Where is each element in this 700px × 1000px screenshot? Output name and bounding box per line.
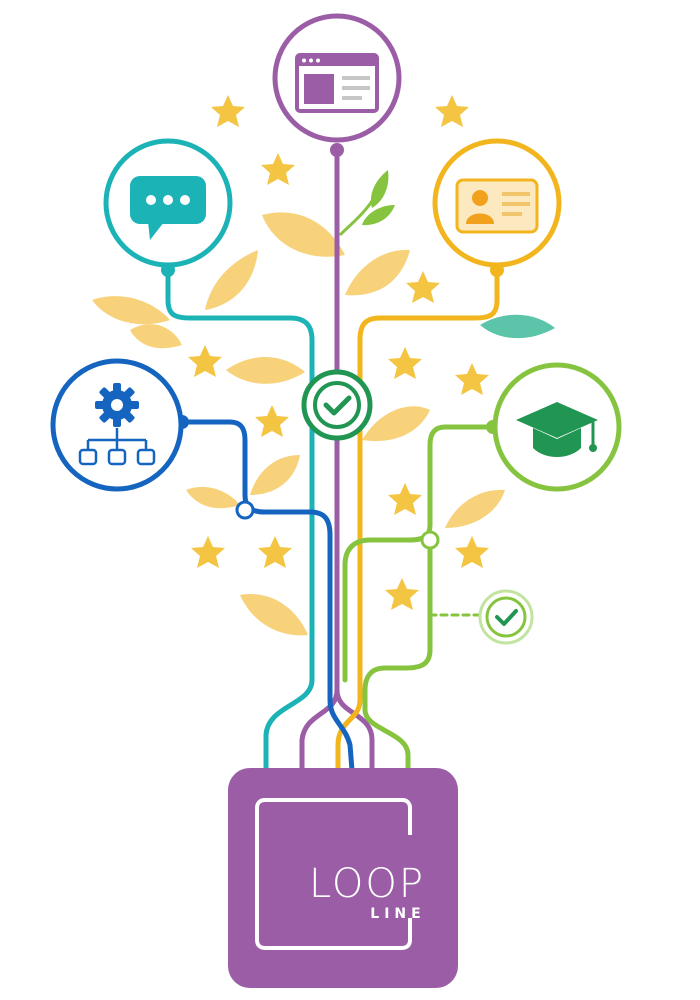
stars <box>188 95 489 610</box>
star <box>388 347 422 379</box>
connector-lines <box>165 147 500 773</box>
star <box>261 153 295 185</box>
star <box>406 271 440 303</box>
star <box>385 578 419 610</box>
leaf <box>362 406 430 442</box>
leaf <box>92 296 170 325</box>
checkmark-icon <box>323 395 352 416</box>
browser-window-icon <box>295 53 379 113</box>
junction-dot <box>330 143 344 157</box>
star <box>455 536 489 568</box>
star <box>188 345 222 377</box>
settings-node <box>50 358 184 492</box>
profile-node <box>432 138 562 268</box>
leaf <box>226 357 305 384</box>
leaf <box>250 455 300 495</box>
star <box>258 536 292 568</box>
logo-background <box>228 768 458 988</box>
checkmark-icon <box>495 609 518 626</box>
leaf <box>205 250 258 310</box>
loopline-logo: LOOP LINE <box>228 768 458 988</box>
id-card-icon <box>455 178 539 234</box>
gear-icon <box>95 383 139 427</box>
star <box>191 536 225 568</box>
leaf <box>362 205 395 226</box>
star <box>455 363 489 395</box>
blue-line <box>179 419 355 773</box>
leaf <box>445 489 505 528</box>
leaf <box>345 249 410 296</box>
star <box>211 95 245 127</box>
yellow-line <box>335 267 500 773</box>
star <box>435 95 469 127</box>
junction-ring <box>235 500 255 520</box>
green-line-lower <box>362 537 433 773</box>
chat-bubble-icon <box>130 176 206 240</box>
leaf <box>130 324 182 349</box>
gear-hierarchy-icon <box>78 383 156 466</box>
graduation-cap-icon <box>516 402 598 457</box>
star <box>255 405 289 437</box>
leaf <box>240 594 308 636</box>
logo-line1: LOOP <box>309 861 425 907</box>
center-check-node <box>301 369 373 441</box>
sprout-stem <box>338 179 387 237</box>
logo-frame <box>255 798 412 950</box>
star <box>388 483 422 515</box>
browser-node <box>272 13 402 143</box>
education-node <box>492 362 622 492</box>
junction-ring <box>420 530 440 550</box>
leaves <box>92 170 555 636</box>
leaf <box>262 212 345 257</box>
logo-line2: LINE <box>370 906 425 922</box>
teal-line <box>165 267 315 773</box>
leaf <box>480 314 555 339</box>
leaf <box>186 486 240 509</box>
chat-node <box>103 138 233 268</box>
purple-branch-line <box>334 687 375 773</box>
side-check-node <box>478 589 534 645</box>
